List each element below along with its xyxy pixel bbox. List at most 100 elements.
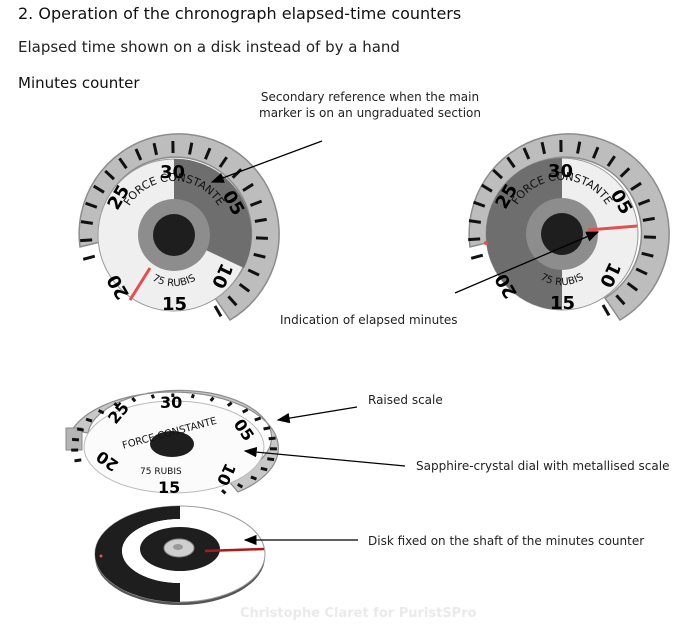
scale-tick [268, 436, 276, 441]
brand-bottom: 75 RUBIS [150, 273, 197, 289]
scale-tick [473, 200, 486, 208]
scale-tick [190, 393, 195, 399]
scale-tick [260, 466, 268, 472]
page-subtitle: Elapsed time shown on a disk instead of … [18, 38, 400, 56]
annotation-raised-scale: Raised scale [368, 393, 443, 407]
scale-tick [134, 148, 143, 161]
scale-tick [492, 168, 504, 180]
scale-tick [231, 168, 243, 179]
scale-tick [619, 167, 631, 178]
annotation-disk-fixed: Disk fixed on the shaft of the minutes c… [368, 534, 645, 548]
scale-tick [85, 201, 98, 209]
scale-tick [226, 401, 233, 407]
scale-tick [253, 252, 266, 259]
arrow-secondary-reference [210, 140, 323, 183]
annotation-secondary-reference: Secondary reference when the main marker… [259, 90, 481, 120]
scale-tick [591, 146, 600, 159]
scale-tick [637, 198, 651, 206]
scale-tick [71, 437, 80, 442]
arrow-elapsed-minutes [454, 231, 600, 294]
scale-tick [267, 457, 275, 462]
numeral-30: 30 [548, 161, 573, 182]
scale-tick [540, 141, 547, 155]
scale-tick [254, 217, 267, 223]
scale-tick [250, 475, 257, 481]
scale-tick [220, 489, 227, 495]
dial-hole [150, 431, 194, 457]
scale-tick [80, 238, 93, 243]
scale-tick [626, 281, 639, 292]
scale-tick [97, 409, 105, 415]
brand-bottom: 75 RUBIS [140, 467, 182, 477]
scale-tick [242, 408, 249, 414]
scale-tick [150, 394, 155, 399]
watermark: Christophe Claret for PuristSPro [240, 606, 477, 621]
exploded-scale-dial: 30 05 10 15 20 25 FORCE CONSTANTE 75 RUB… [65, 389, 279, 497]
scale-tick [468, 237, 481, 242]
scale-tick [615, 294, 626, 306]
scale-tick [85, 417, 93, 423]
arrow-raised-scale [276, 406, 358, 424]
scale-tick [118, 157, 128, 170]
minutes-disk [94, 505, 266, 605]
scale-tick [104, 169, 116, 181]
disk-marker [204, 547, 265, 553]
center-hub [541, 213, 583, 255]
scale-tick [642, 216, 655, 222]
numeral-15: 15 [158, 478, 180, 497]
scale-tick [113, 402, 120, 408]
scale-tick [188, 142, 194, 155]
center-hub [153, 214, 195, 256]
scale-tick [131, 397, 137, 403]
scale-tick [470, 253, 484, 260]
scale-tick [203, 147, 212, 160]
annotation-sapphire-dial: Sapphire-crystal dial with metallised sc… [416, 459, 670, 473]
scale-tick [82, 254, 96, 261]
scale-tick [227, 295, 238, 307]
scale-tick [209, 396, 215, 402]
scale-tick [249, 199, 263, 207]
annotation-elapsed-minutes: Indication of elapsed minutes [280, 313, 458, 327]
scale-tick [242, 182, 254, 192]
marker-hand [587, 224, 638, 232]
scale-tick [468, 219, 482, 224]
page-title: 2. Operation of the chronograph elapsed-… [18, 4, 462, 23]
dial-right: 30 05 10 15 20 25 FORCE CONSTANTE 75 RUB… [468, 133, 670, 322]
scale-tick [213, 305, 223, 318]
section-heading: Minutes counter [18, 74, 140, 92]
scale-tick [480, 183, 493, 193]
scale-ticks [468, 139, 656, 317]
scale-tick [152, 142, 159, 156]
scale-tick [238, 282, 251, 293]
scale-tick [641, 251, 654, 258]
numeral-30: 30 [160, 393, 182, 412]
dial-left: 30 05 10 15 20 25 FORCE CONSTANTE 75 RUB… [78, 133, 280, 322]
scale-tick [218, 156, 228, 168]
bezel-ring [78, 133, 280, 322]
scale-tick [522, 147, 531, 160]
brand-bottom: 75 RUBIS [538, 272, 585, 288]
arrow-sapphire-dial [243, 446, 406, 467]
scale-tick [606, 155, 616, 167]
scale-tick [630, 181, 642, 191]
scale-tick [76, 427, 84, 432]
callout-arrows [210, 140, 600, 546]
marker-hand [128, 267, 152, 301]
scale-tick [263, 426, 271, 431]
scale-tick [80, 220, 94, 225]
numeral-30: 30 [160, 162, 185, 183]
scale-tick [506, 156, 516, 169]
scale-tick [247, 268, 260, 277]
scale-tick [236, 483, 244, 489]
scale-tick [254, 416, 262, 422]
disk-secondary-dot [99, 554, 103, 558]
scale-tick [92, 184, 105, 194]
numeral-15: 15 [550, 293, 575, 314]
bezel-ring [468, 133, 670, 322]
scale-tick [601, 304, 611, 317]
scale-tick [74, 458, 82, 463]
secondary-marker-dot [484, 241, 488, 245]
scale-ticks [80, 140, 268, 318]
numeral-15: 15 [162, 294, 187, 315]
